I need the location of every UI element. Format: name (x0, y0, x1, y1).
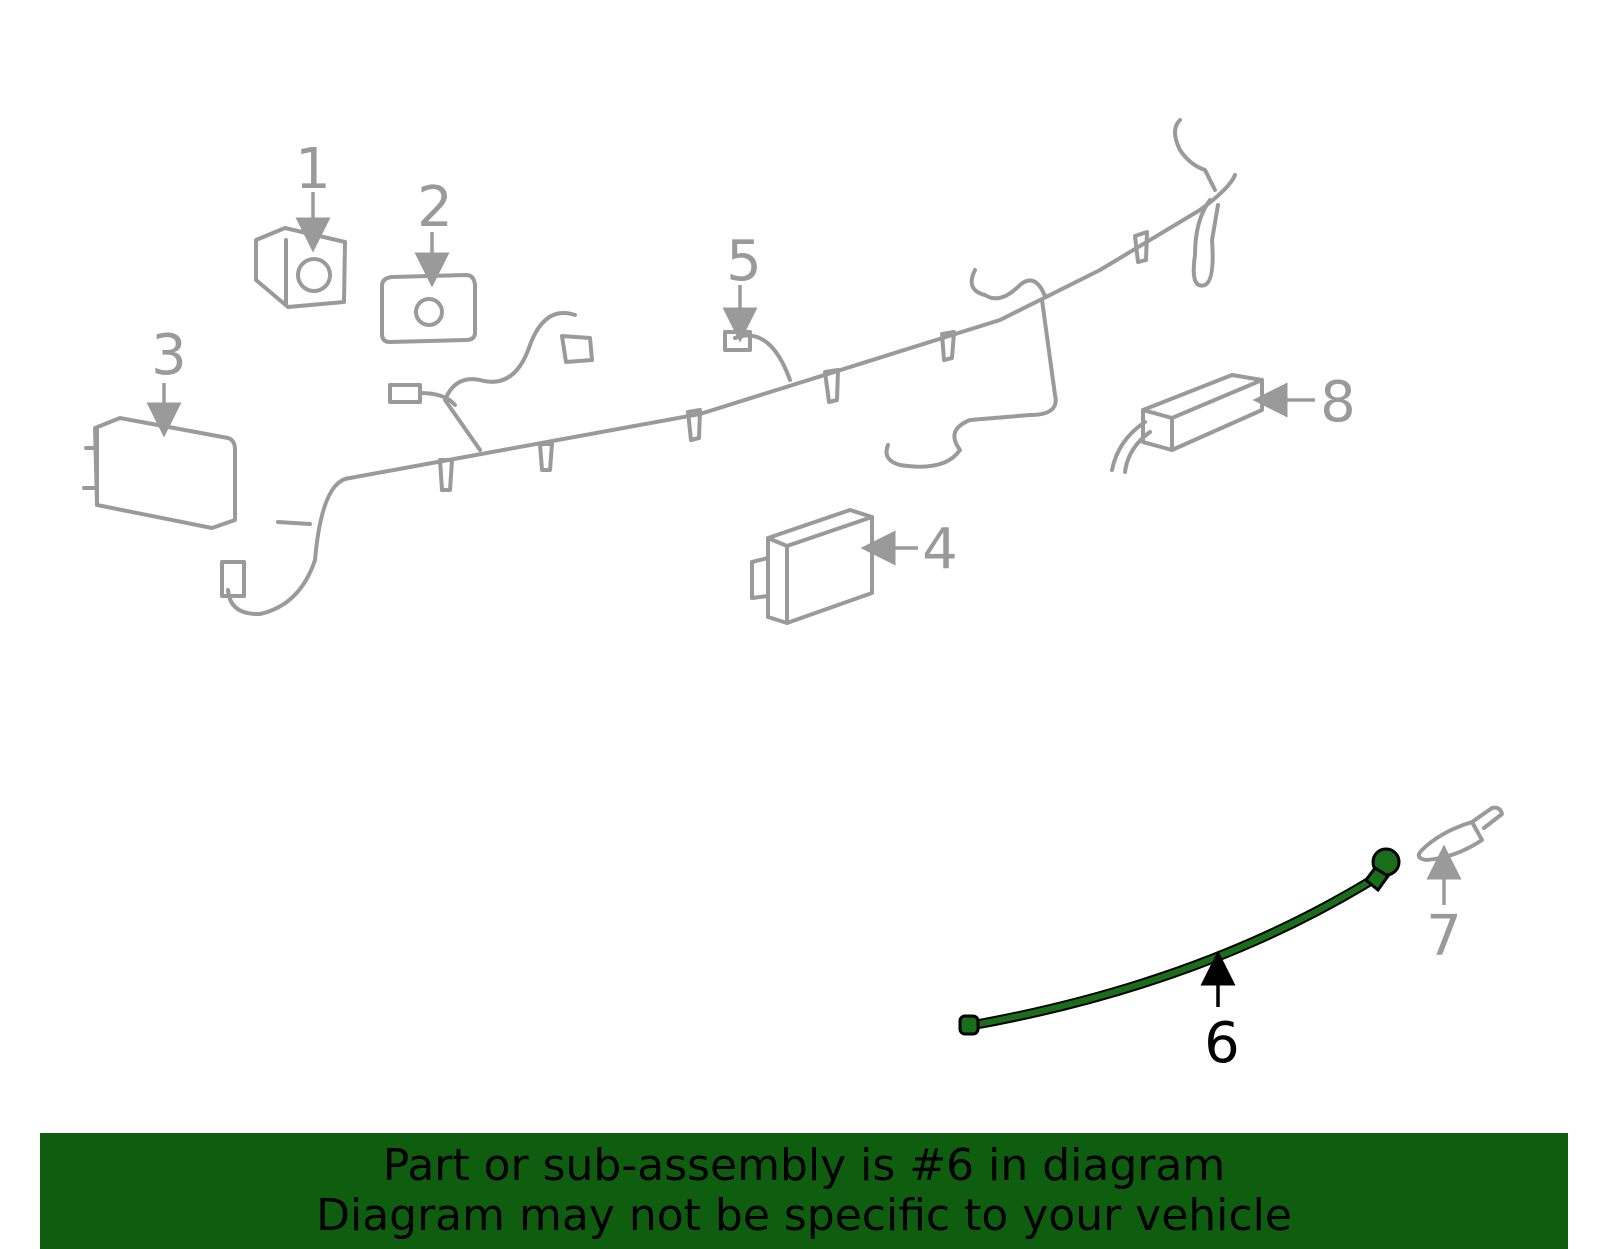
callout-5-label: 5 (726, 229, 762, 294)
part-8-antenna-module (1110, 373, 1264, 474)
callout-2: 2 (414, 175, 453, 288)
part-6-cable (958, 847, 1401, 1036)
callout-2-label: 2 (417, 175, 453, 240)
part-2-retainer (380, 273, 477, 344)
callout-3: 3 (146, 323, 187, 438)
part-4-control-module (750, 508, 874, 625)
callout-8-label: 8 (1320, 370, 1356, 435)
part-3-module (82, 416, 237, 530)
part-7-connector (1416, 805, 1504, 862)
banner-line-2: Diagram may not be specific to your vehi… (316, 1190, 1292, 1241)
part-5-wiring-harness (220, 118, 1237, 617)
callout-4-label: 4 (922, 517, 958, 582)
callout-3-label: 3 (151, 323, 187, 388)
callout-1-label: 1 (295, 137, 331, 202)
callout-6-label: 6 (1204, 1011, 1240, 1076)
callout-5: 5 (722, 229, 762, 343)
info-banner: Part or sub-assembly is #6 in diagram Di… (40, 1133, 1568, 1249)
banner-line-1: Part or sub-assembly is #6 in diagram (382, 1140, 1226, 1191)
callout-8: 8 (1252, 370, 1356, 435)
part-1-sensor (254, 226, 347, 309)
callout-1: 1 (295, 137, 331, 253)
callout-7: 7 (1426, 844, 1462, 969)
callout-6: 6 (1200, 950, 1240, 1076)
callout-4: 4 (860, 517, 958, 582)
callout-7-label: 7 (1426, 904, 1462, 969)
